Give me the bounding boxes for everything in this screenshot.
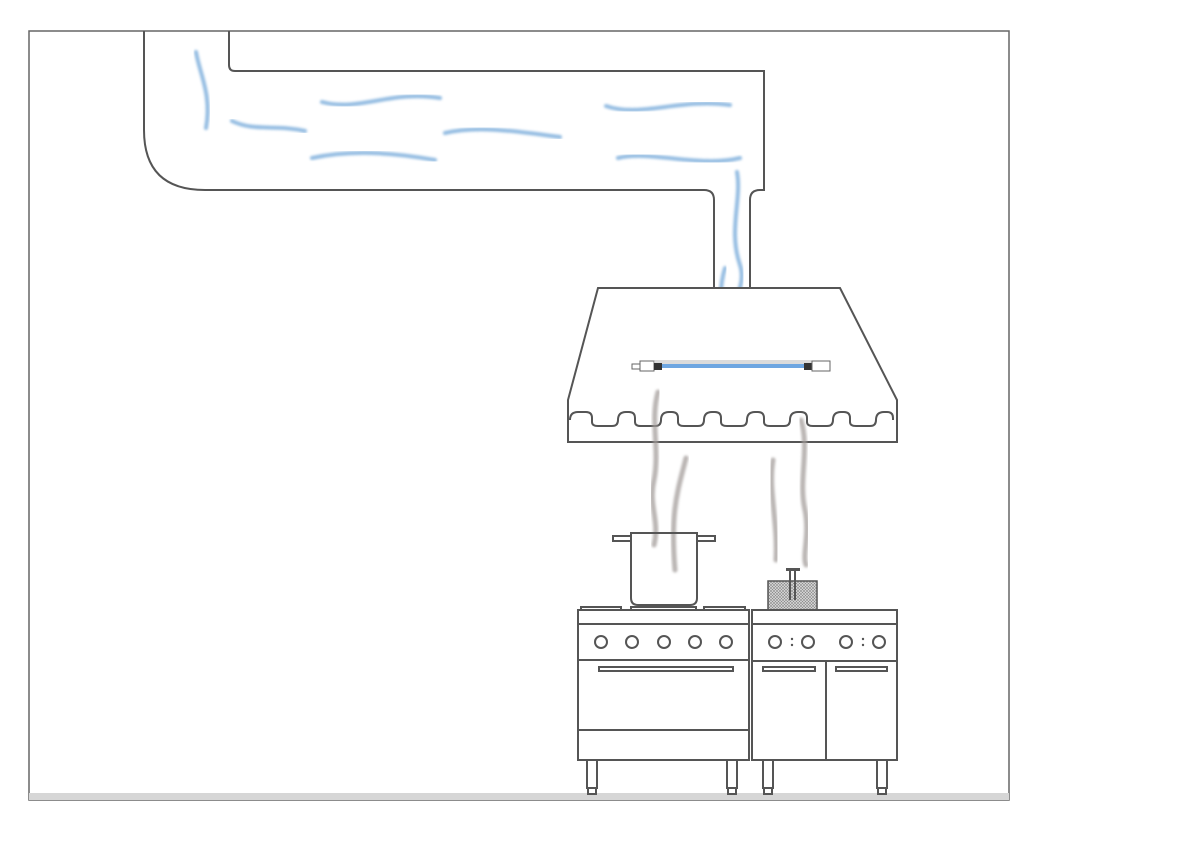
uv-lamp xyxy=(631,360,831,372)
fryer-basket xyxy=(767,568,818,611)
exhaust-duct xyxy=(143,31,765,288)
gas-range-oven xyxy=(577,606,750,795)
fryer-unit xyxy=(751,609,898,795)
range-knobs xyxy=(594,635,733,649)
cooking-smoke xyxy=(649,389,810,573)
hood-filter-baffles xyxy=(569,411,894,427)
stock-pot xyxy=(612,532,716,606)
floor xyxy=(29,793,1009,800)
